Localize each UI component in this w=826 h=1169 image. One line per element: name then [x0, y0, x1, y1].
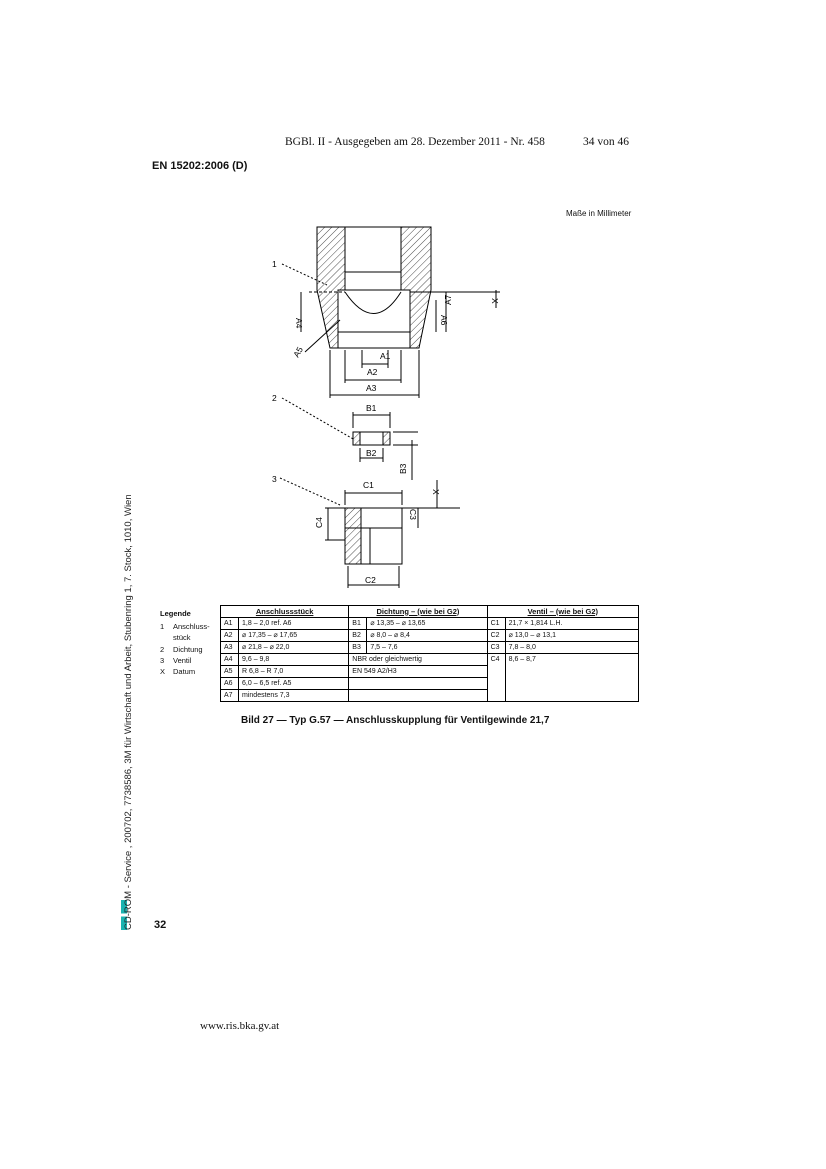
label-b3: B3 — [398, 463, 408, 474]
label-c4: C4 — [314, 517, 324, 528]
units-note: Maße in Millimeter — [566, 209, 632, 218]
label-c3: C3 — [408, 509, 418, 520]
dimension-table: Anschlussstück Dichtung – (wie bei G2) V… — [219, 605, 640, 702]
side-service-text: CD-ROM - Service , 200702, 7738586, 3M f… — [123, 494, 134, 930]
technical-drawing: 1 2 3 A1 A2 A3 A4 A5 A6 A7 X B1 B2 B3 C1… — [272, 226, 500, 588]
footer-url[interactable]: www.ris.bka.gv.at — [200, 1020, 280, 1032]
cd-rom-logo-icon — [121, 900, 127, 930]
label-c2: C2 — [365, 575, 376, 585]
standard-id: EN 15202:2006 (D) — [152, 160, 248, 172]
callout-3: 3 — [272, 474, 277, 484]
callout-1: 1 — [272, 259, 277, 269]
connector-body — [281, 226, 500, 398]
table-row: A2⌀ 17,35 – ⌀ 17,65 B2⌀ 8,0 – ⌀ 8,4 C2⌀ … — [219, 629, 640, 642]
label-b2: B2 — [366, 448, 377, 458]
table-header-row: Anschlussstück Dichtung – (wie bei G2) V… — [219, 605, 640, 618]
legend-title: Legende — [160, 609, 191, 618]
label-c1: C1 — [363, 480, 374, 490]
label-a4: A4 — [294, 318, 304, 329]
label-a6: A6 — [439, 315, 449, 326]
label-a1: A1 — [380, 351, 391, 361]
page-number: 32 — [154, 919, 167, 931]
seal — [281, 397, 418, 480]
label-x-bottom: X — [431, 489, 441, 495]
header-anschlussstueck: Anschlussstück — [219, 605, 350, 618]
label-a3: A3 — [366, 383, 377, 393]
header-dichtung: Dichtung – (wie bei G2) — [348, 605, 488, 618]
drawing-labels: 1 2 3 A1 A2 A3 A4 A5 A6 A7 X B1 B2 B3 C1… — [272, 259, 500, 585]
label-x-top: X — [490, 298, 500, 304]
label-a2: A2 — [367, 367, 378, 377]
page-count: 34 von 46 — [583, 136, 629, 148]
label-a7: A7 — [443, 294, 453, 305]
valve — [279, 477, 460, 588]
figure-caption: Bild 27 — Typ G.57 — Anschlusskupplung f… — [241, 715, 550, 726]
label-b1: B1 — [366, 403, 377, 413]
legend-item: stück — [173, 633, 191, 643]
header-ventil: Ventil – (wie bei G2) — [486, 605, 640, 618]
gazette-header: BGBl. II - Ausgegeben am 28. Dezember 20… — [285, 136, 545, 148]
label-a5: A5 — [291, 345, 305, 359]
callout-2: 2 — [272, 393, 277, 403]
